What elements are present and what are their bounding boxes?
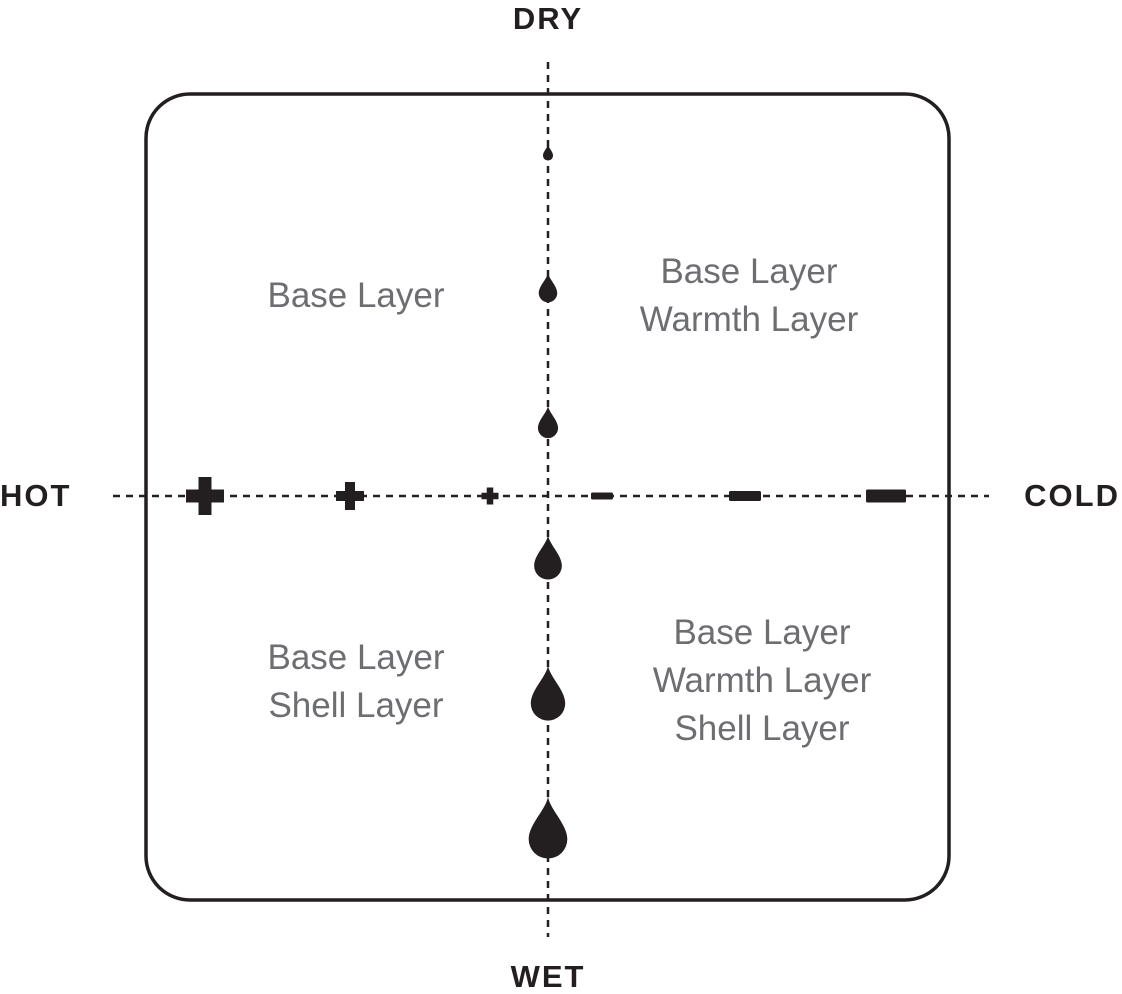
minus-icon-large xyxy=(866,489,906,503)
droplet-icon-5 xyxy=(530,664,566,721)
quadrant-line: Base Layer xyxy=(673,613,851,652)
plus-icon-small xyxy=(481,487,499,505)
quadrant-line: Base Layer xyxy=(267,276,445,315)
plus-icon-large xyxy=(186,477,224,515)
minus-icon-medium xyxy=(729,491,761,501)
quadrant-label-cold-dry: Base Layer Warmth Layer xyxy=(640,248,858,344)
quadrant-label-hot-wet: Base Layer Shell Layer xyxy=(267,634,444,730)
axis-label-dry: DRY xyxy=(512,1,584,36)
axis-label-wet: WET xyxy=(510,959,586,994)
droplet-icon-4 xyxy=(534,534,562,580)
axis-label-cold: COLD xyxy=(1024,478,1120,513)
quadrant-line: Warmth Layer xyxy=(652,661,872,700)
droplet-icon-1 xyxy=(542,144,554,161)
minus-icon-small xyxy=(591,492,613,500)
droplet-icon-2 xyxy=(538,272,558,303)
quadrant-line: Base Layer xyxy=(660,252,838,291)
droplet-icon-6 xyxy=(528,795,568,859)
plus-icon-medium xyxy=(336,482,364,510)
quadrant-line: Base Layer xyxy=(267,638,445,677)
quadrant-line: Shell Layer xyxy=(674,709,850,748)
quadrant-label-hot-dry: Base Layer xyxy=(267,272,444,320)
quadrant-line: Warmth Layer xyxy=(639,300,859,339)
quadrant-line: Shell Layer xyxy=(268,686,444,725)
quadrant-label-cold-wet: Base Layer Warmth Layer Shell Layer xyxy=(653,609,871,753)
droplet-icon-3 xyxy=(537,405,559,439)
axis-label-hot: HOT xyxy=(0,478,72,513)
